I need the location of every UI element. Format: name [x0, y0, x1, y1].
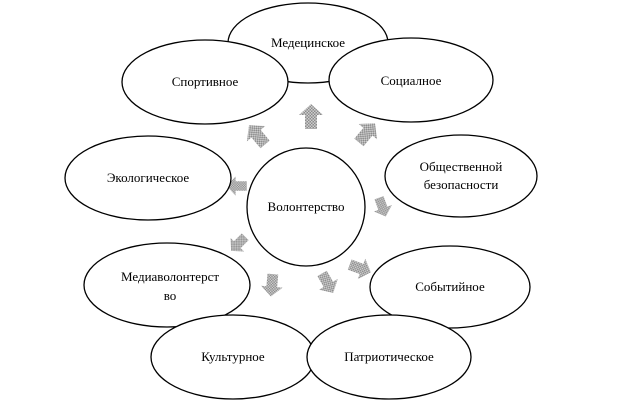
- node-sport-ellipse: [121, 39, 289, 125]
- node-patriotic: Патриотическое: [306, 314, 472, 400]
- center-label: Волонтерство: [268, 199, 345, 214]
- node-media-label-2: во: [164, 288, 177, 303]
- node-event-label: Событийное: [415, 279, 485, 294]
- node-event-ellipse: [369, 245, 531, 329]
- node-public-safety-label-2: безопасности: [424, 177, 499, 192]
- node-ecology: Экологическое: [64, 135, 232, 221]
- node-event: Событийное: [369, 245, 531, 329]
- node-media: Медиаволонтерст во: [83, 242, 251, 328]
- center-circle: [246, 147, 366, 267]
- node-media-ellipse: [83, 242, 251, 328]
- node-social-label: Социалное: [381, 73, 442, 88]
- arrow-down-right-2: [347, 258, 371, 280]
- arrows-group: [226, 104, 392, 297]
- node-patriotic-label: Патриотическое: [344, 349, 434, 364]
- node-media-label-1: Медиаволонтерст: [121, 269, 219, 284]
- arrow-down-right: [317, 270, 338, 293]
- node-public-safety: Общественной безопасности: [384, 134, 538, 218]
- arrow-down-left: [230, 233, 249, 252]
- node-public-safety-ellipse: [384, 134, 538, 218]
- node-social: Социалное: [328, 37, 494, 123]
- node-public-safety-label-1: Общественной: [420, 159, 503, 174]
- node-sport-label: Спортивное: [172, 74, 239, 89]
- node-patriotic-ellipse: [306, 314, 472, 400]
- arrow-up-right: [354, 123, 378, 147]
- arrow-down-left-2: [261, 273, 283, 297]
- node-medical-label: Медецинское: [271, 35, 345, 50]
- node-social-ellipse: [328, 37, 494, 123]
- arrow-left: [226, 176, 247, 196]
- node-ecology-ellipse: [64, 135, 232, 221]
- arrow-up-left: [246, 125, 270, 149]
- center-node: Волонтерство: [246, 147, 366, 267]
- arrow-right-down: [373, 196, 392, 217]
- arrow-up: [299, 104, 323, 129]
- node-ecology-label: Экологическое: [107, 170, 190, 185]
- node-culture: Культурное: [150, 314, 316, 400]
- node-sport: Спортивное: [121, 39, 289, 125]
- node-culture-label: Культурное: [201, 349, 265, 364]
